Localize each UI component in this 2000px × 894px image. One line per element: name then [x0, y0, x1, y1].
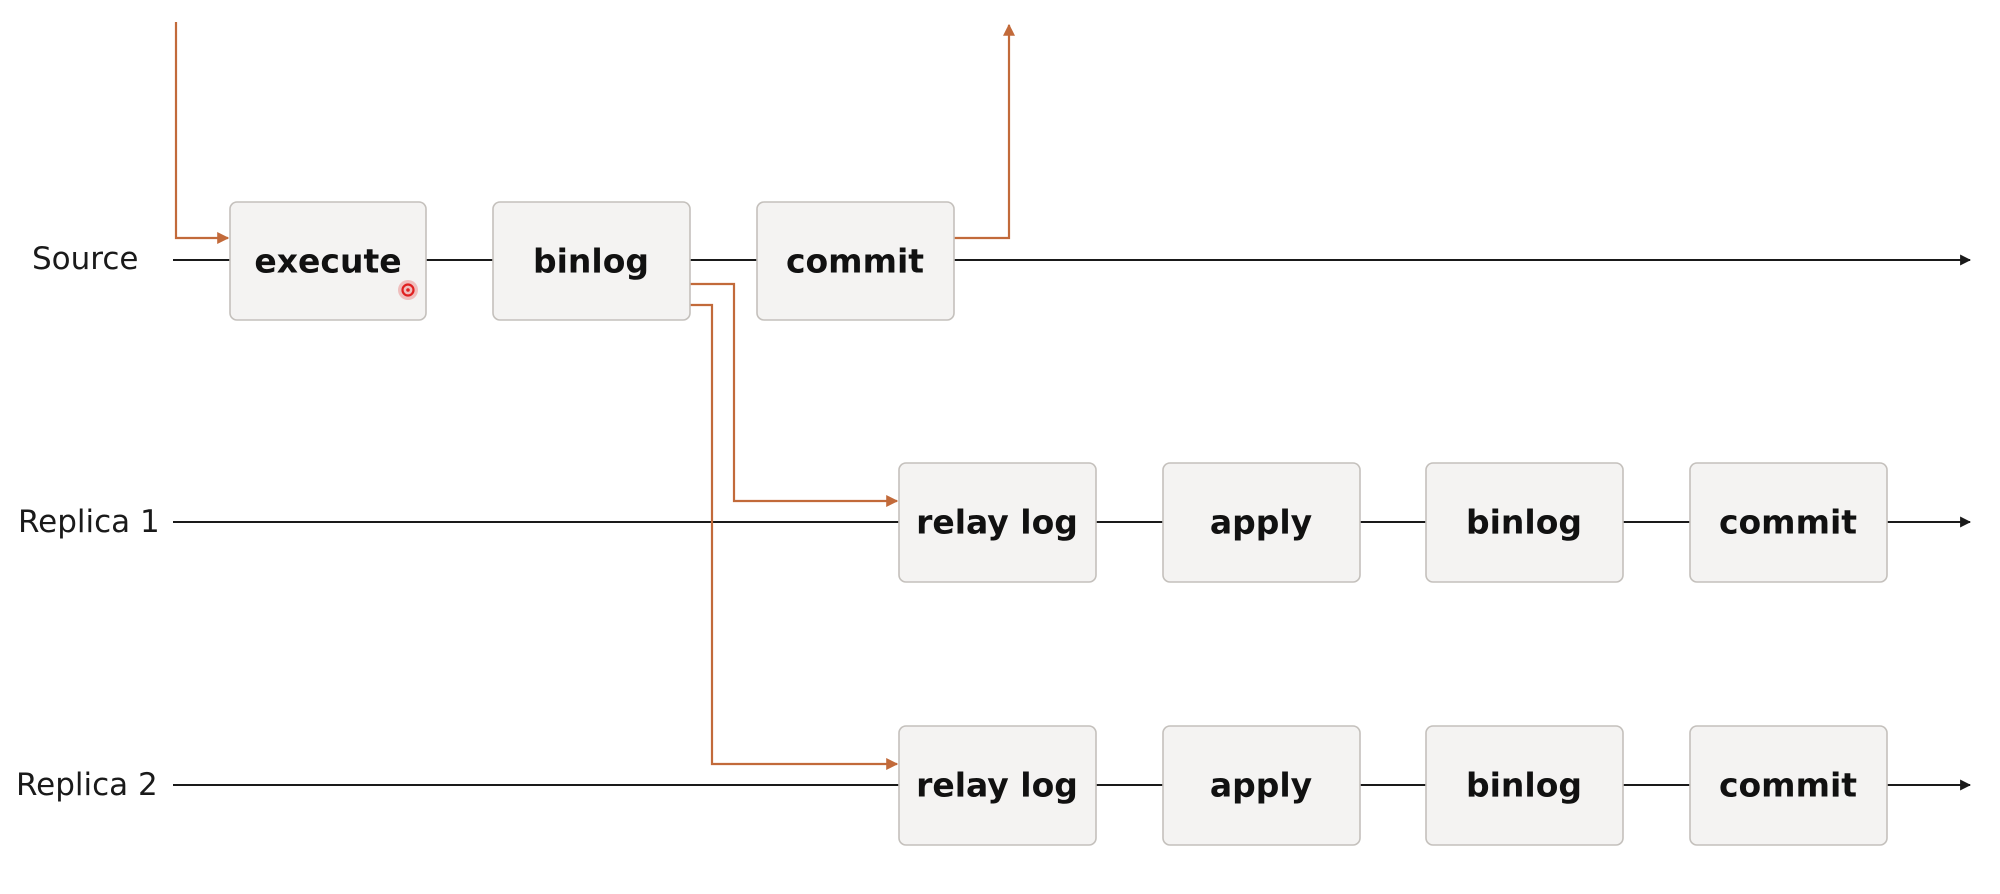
lane-label-source: Source [32, 241, 138, 277]
svg-text:commit: commit [1719, 503, 1857, 542]
svg-text:binlog: binlog [533, 242, 649, 281]
svg-text:relay log: relay log [916, 503, 1078, 542]
source-step-commit: commit [756, 201, 955, 321]
binlog-to-replica-2-arrow [690, 303, 899, 770]
incoming-request-arrow [174, 22, 230, 244]
replica-1-step-apply: apply [1162, 462, 1361, 583]
binlog-to-replica-1-arrow [690, 282, 899, 507]
svg-text:commit: commit [786, 242, 924, 281]
source-step-execute: execute [229, 201, 427, 321]
svg-text:relay log: relay log [916, 766, 1078, 805]
svg-text:commit: commit [1719, 766, 1857, 805]
replica-2-step-binlog: binlog [1425, 725, 1624, 846]
lane-label-replica-1: Replica 1 [18, 504, 160, 540]
source-step-binlog: binlog [492, 201, 691, 321]
commit-return-arrow [954, 23, 1015, 240]
replica-1-step-commit: commit [1689, 462, 1888, 583]
cursor-marker-icon [398, 280, 418, 300]
replica-1-step-relay-log: relay log [898, 462, 1097, 583]
svg-text:apply: apply [1210, 766, 1312, 805]
svg-text:apply: apply [1210, 503, 1312, 542]
svg-text:binlog: binlog [1466, 766, 1582, 805]
lane-label-replica-2: Replica 2 [16, 767, 158, 803]
replica-2-step-apply: apply [1162, 725, 1361, 846]
replica-2-step-commit: commit [1689, 725, 1888, 846]
svg-text:execute: execute [254, 242, 401, 281]
replica-1-step-binlog: binlog [1425, 462, 1624, 583]
svg-text:binlog: binlog [1466, 503, 1582, 542]
replica-2-step-relay-log: relay log [898, 725, 1097, 846]
